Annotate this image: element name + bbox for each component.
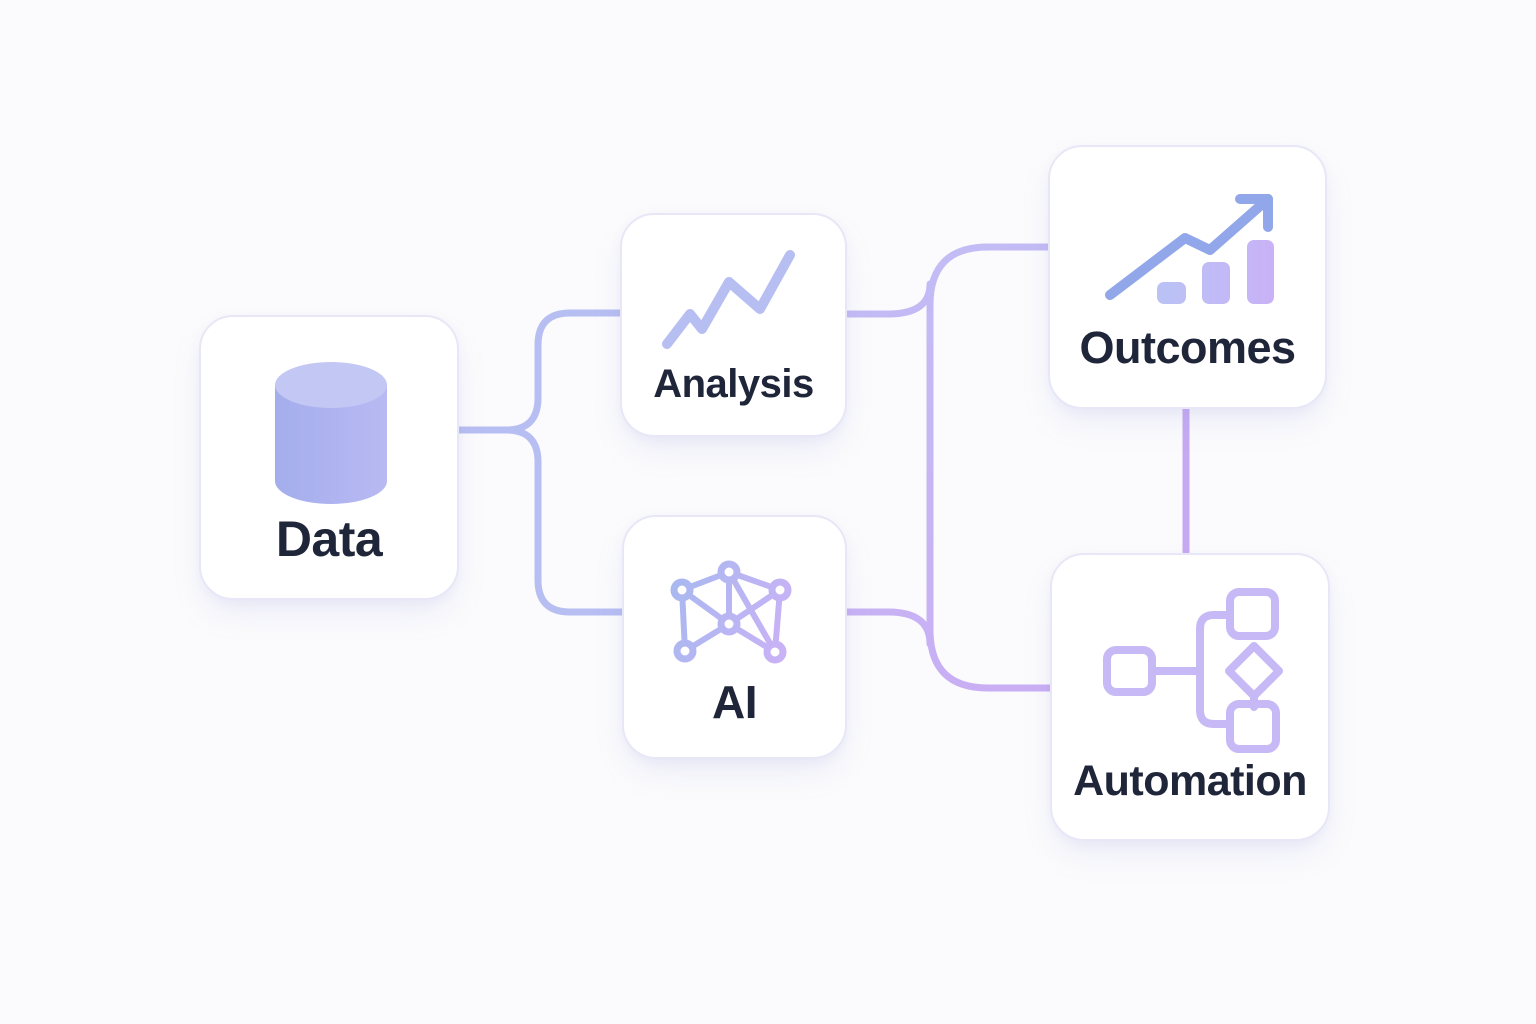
node-card-analysis: Analysis <box>620 213 847 437</box>
line-chart-icon <box>662 250 795 349</box>
edge-analysis-bus <box>841 280 934 318</box>
node-card-data: Data <box>199 315 459 600</box>
node-label-outcomes: Outcomes <box>1079 322 1296 373</box>
node-label-data: Data <box>275 511 383 567</box>
edge-data-ai <box>502 426 630 616</box>
edge-data-analysis <box>502 309 628 434</box>
node-card-outcomes: Outcomes <box>1048 145 1327 409</box>
node-label-analysis: Analysis <box>653 362 814 406</box>
node-label-ai: AI <box>712 676 758 728</box>
node-card-ai: AI <box>622 515 847 759</box>
edge-ai-bus <box>841 608 934 648</box>
trending-up-bars-icon <box>1105 194 1274 304</box>
database-cylinder-icon <box>275 362 387 504</box>
node-card-automation: Automation <box>1050 553 1330 841</box>
flowchart-icon <box>1103 588 1283 753</box>
edge-bus-outcomes-automation <box>926 243 1056 692</box>
neural-network-icon <box>670 560 792 664</box>
node-label-automation: Automation <box>1073 757 1307 805</box>
